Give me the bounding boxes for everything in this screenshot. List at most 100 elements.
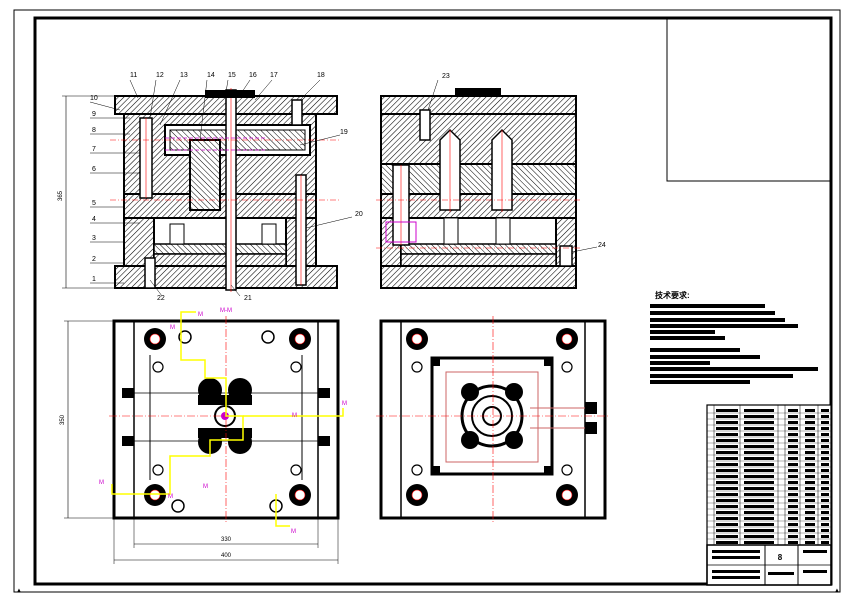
parts-list-cell (744, 481, 774, 484)
part-number-23: 23 (442, 73, 450, 80)
parts-list-cell (805, 445, 815, 448)
parts-list-cell (821, 433, 829, 436)
parts-list-cell (716, 463, 738, 466)
parts-list-cell (805, 469, 815, 472)
part-number-7: 7 (92, 146, 96, 153)
parts-list-cell (744, 457, 774, 460)
part-number-18: 18 (317, 72, 325, 79)
parts-list-cell (805, 475, 815, 478)
part-number-9: 9 (92, 111, 96, 118)
parts-list-cell (821, 523, 829, 526)
parts-list-cell (744, 541, 774, 544)
part-number-1: 1 (92, 276, 96, 283)
parts-list-cell (716, 487, 738, 490)
part-number-3: 3 (92, 235, 96, 242)
parts-list-cell (805, 463, 815, 466)
parts-list-cell (788, 499, 798, 502)
parts-list-cell (716, 439, 738, 442)
corner-mark-right: ▲ (834, 588, 840, 594)
parts-list-cell (744, 433, 774, 436)
parts-list-cell (744, 529, 774, 532)
parts-list-cell (788, 445, 798, 448)
parts-list-cell (744, 409, 774, 412)
parts-list-cell (805, 421, 815, 424)
parts-list-cell (716, 511, 738, 514)
parts-list-cell (716, 505, 738, 508)
parts-list-cell (716, 415, 738, 418)
part-number-4: 4 (92, 216, 96, 223)
cut-mark-b: M (170, 325, 175, 331)
part-number-24: 24 (598, 242, 606, 249)
parts-list-cell (788, 487, 798, 490)
part-number-11: 11 (130, 72, 137, 79)
part-number-10: 10 (90, 95, 98, 102)
parts-list-cell (805, 487, 815, 490)
part-number-5: 5 (92, 200, 96, 207)
parts-list-cell (821, 421, 829, 424)
parts-list-cell (716, 457, 738, 460)
parts-list-cell (744, 523, 774, 526)
cut-mark-e: M (203, 484, 208, 490)
parts-list-cell (744, 451, 774, 454)
parts-list-cell (716, 541, 738, 544)
parts-list-cell (805, 457, 815, 460)
part-number-13: 13 (180, 72, 188, 79)
front-section-view (62, 88, 340, 292)
part-numbers-front: 1 2 3 4 5 6 7 8 9 10 11 12 13 14 15 16 1… (90, 72, 363, 302)
parts-list-cell (821, 505, 829, 508)
parts-list-cell (821, 457, 829, 460)
parts-list-cell (805, 433, 815, 436)
parts-list-cell (716, 481, 738, 484)
parts-list-cell (805, 541, 815, 544)
parts-list-cell (821, 511, 829, 514)
parts-list-cell (788, 481, 798, 484)
parts-list-cell (788, 469, 798, 472)
part-number-2: 2 (92, 256, 96, 263)
dim-width-outer: 400 (221, 553, 232, 559)
parts-list-cell (716, 535, 738, 538)
parts-list-cell (716, 421, 738, 424)
part-number-16: 16 (249, 72, 257, 79)
parts-list-cell (788, 409, 798, 412)
parts-list-cell (788, 415, 798, 418)
parts-list-cell (805, 409, 815, 412)
parts-list-cell (716, 529, 738, 532)
parts-list-cell (744, 415, 774, 418)
tech-requirements-title: 技术要求: (655, 290, 690, 300)
part-number-21: 21 (244, 295, 252, 302)
parts-list-cell (744, 535, 774, 538)
parts-list-cell (821, 463, 829, 466)
plan-view-fixed-half (376, 316, 610, 523)
parts-list-cell (805, 427, 815, 430)
parts-list-cell (805, 415, 815, 418)
parts-list-cell (788, 541, 798, 544)
parts-list-cell (788, 493, 798, 496)
parts-list-cell (805, 505, 815, 508)
parts-list-cell (716, 445, 738, 448)
parts-list-cell (744, 427, 774, 430)
part-number-14: 14 (207, 72, 215, 79)
parts-list-cell (788, 523, 798, 526)
dim-width-inner: 330 (221, 537, 232, 543)
parts-list-cell (744, 439, 774, 442)
parts-list-cell (716, 517, 738, 520)
parts-list-cell (716, 523, 738, 526)
parts-list-cell (744, 493, 774, 496)
cut-mark-g: M (168, 494, 173, 500)
parts-list-cell (821, 475, 829, 478)
dim-height-side: 365 (58, 190, 64, 201)
parts-list-cell (805, 517, 815, 520)
parts-list-cell (744, 463, 774, 466)
part-number-19: 19 (340, 129, 348, 136)
parts-list-cell (744, 499, 774, 502)
parts-list-cell (716, 493, 738, 496)
parts-list-cell (744, 487, 774, 490)
cut-mark-h: M (291, 529, 296, 535)
parts-list-cell (805, 529, 815, 532)
parts-list-cell (788, 535, 798, 538)
side-section-view (376, 79, 598, 289)
parts-list-cell (788, 505, 798, 508)
parts-list-cell (805, 535, 815, 538)
parts-list-cell (805, 493, 815, 496)
parts-list-cell (821, 415, 829, 418)
